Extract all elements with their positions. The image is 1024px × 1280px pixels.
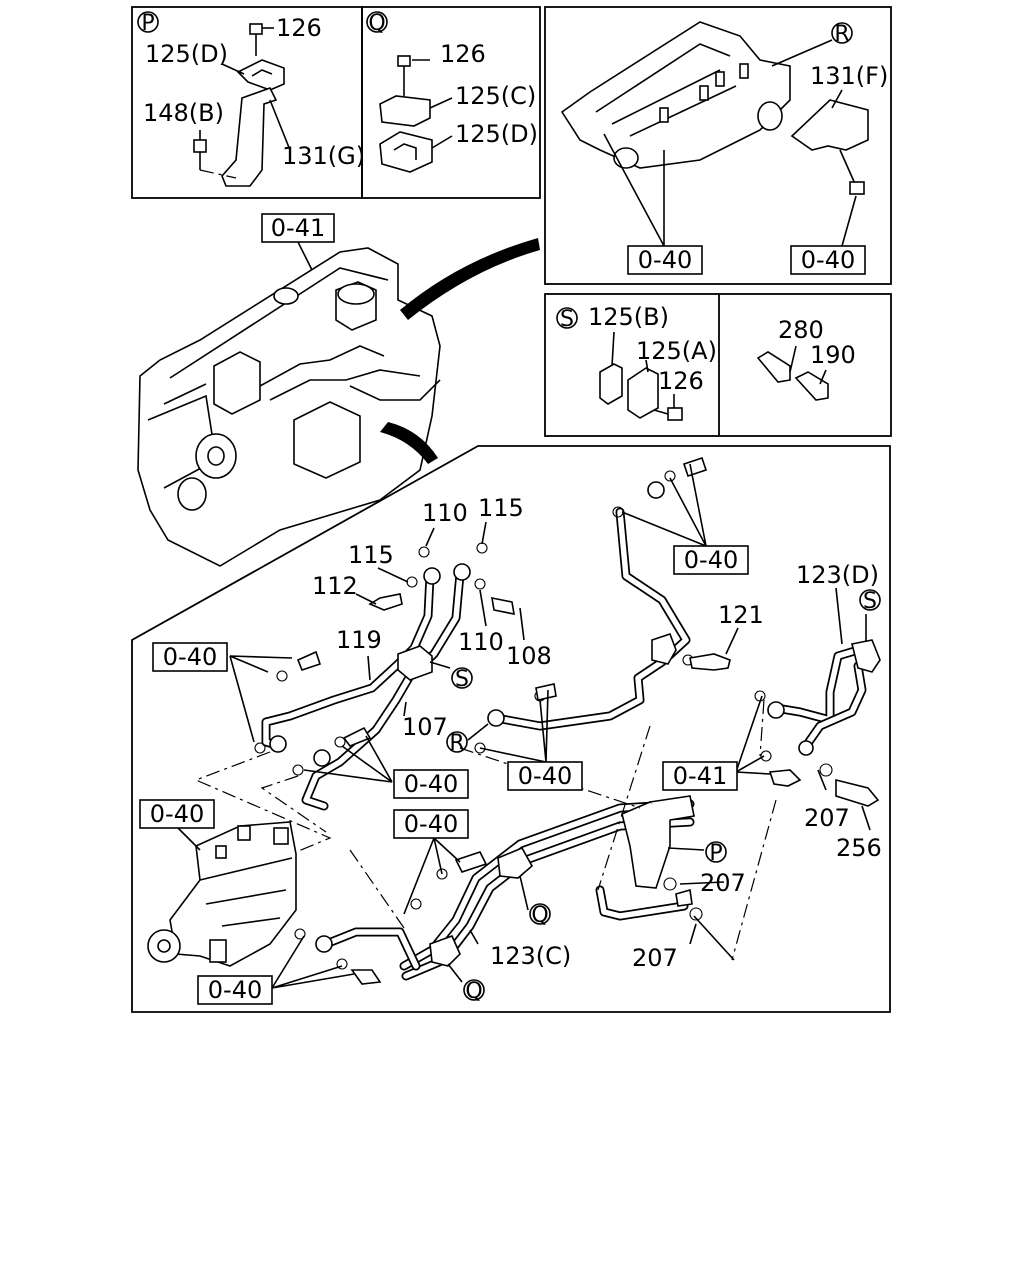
callout-s-1: S — [455, 667, 469, 692]
label-121: 121 — [718, 601, 764, 629]
ref-main-5: 0-40 — [150, 800, 204, 828]
inset-q-letter: Q — [368, 11, 385, 36]
label-112: 112 — [312, 572, 358, 600]
ref-main-8: 0-41 — [673, 762, 727, 790]
label-126: 126 — [276, 14, 322, 42]
ref-main-1: 0-40 — [163, 643, 217, 671]
label-190: 190 — [810, 341, 856, 369]
label-207-right: 207 — [804, 804, 850, 832]
label-110-mid: 110 — [458, 628, 504, 656]
callout-q-2: Q — [465, 979, 482, 1004]
label-123c: 123(C) — [490, 942, 571, 970]
callout-r: R — [449, 731, 464, 756]
label-107: 107 — [402, 713, 448, 741]
label-207-bottom: 207 — [632, 944, 678, 972]
label-115-left: 115 — [348, 541, 394, 569]
ref-main-3: 0-40 — [404, 770, 458, 798]
label-125d: 125(D) — [145, 40, 228, 68]
engine-overview: 0-41 — [137, 213, 540, 567]
label-207-mid: 207 — [700, 869, 746, 897]
inset-s: S 125(B) 125(A) 126 280 190 — [544, 293, 892, 437]
label-125a: 125(A) — [636, 337, 717, 365]
label-126-s: 126 — [658, 367, 704, 395]
label-131g: 131(G) — [282, 142, 365, 170]
ref-r-1: 0-40 — [638, 246, 692, 274]
label-115-top: 115 — [478, 494, 524, 522]
inset-p-letter: P — [141, 11, 154, 36]
ref-main-2: 0-40 — [684, 546, 738, 574]
ref-main-4: 0-40 — [518, 762, 572, 790]
main-panel: 0-40 0-40 0-40 0-40 0-40 0-40 0-40 0-41 … — [131, 445, 891, 1013]
label-131f: 131(F) — [810, 62, 888, 90]
callout-p: P — [709, 841, 722, 866]
inset-r: R 131(F) 0-40 0-40 — [544, 6, 892, 285]
inset-q: Q 126 125(C) 125(D) — [361, 6, 541, 199]
inset-s-letter: S — [560, 307, 574, 332]
label-125b: 125(B) — [588, 303, 669, 331]
label-108: 108 — [506, 642, 552, 670]
inset-p: P 126 125(D) 131(G) 148(B) — [131, 6, 365, 199]
ref-main-6: 0-40 — [404, 810, 458, 838]
inset-r-letter: R — [834, 22, 849, 47]
callout-s-2: S — [863, 589, 877, 614]
label-148b: 148(B) — [143, 99, 224, 127]
label-123d: 123(D) — [796, 561, 879, 589]
label-125c: 125(C) — [455, 82, 536, 110]
label-256: 256 — [836, 834, 882, 862]
label-125d-q: 125(D) — [455, 120, 538, 148]
callout-q-1: Q — [531, 903, 548, 928]
label-119: 119 — [336, 626, 382, 654]
label-280: 280 — [778, 316, 824, 344]
ref-engine: 0-41 — [271, 214, 325, 242]
label-126-q: 126 — [440, 40, 486, 68]
ref-main-7: 0-40 — [208, 976, 262, 1004]
ref-r-2: 0-40 — [801, 246, 855, 274]
label-110-top: 110 — [422, 499, 468, 527]
